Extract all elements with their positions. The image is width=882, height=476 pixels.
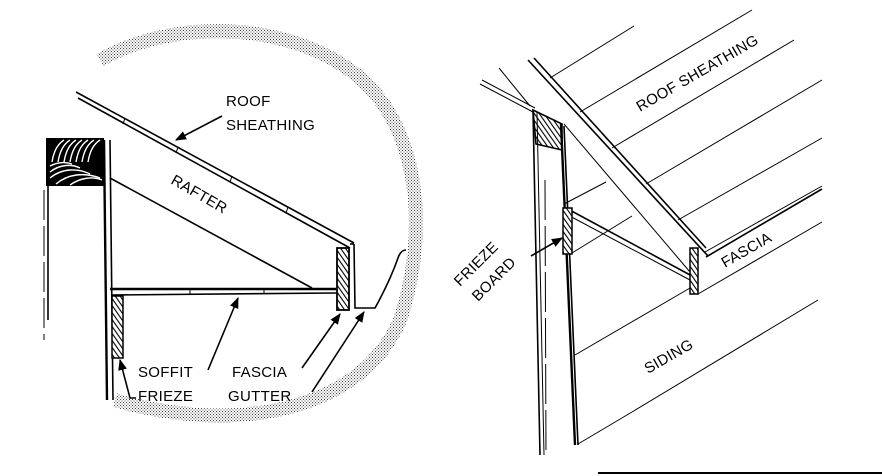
soffit-board: [110, 287, 337, 296]
frieze-block: [111, 295, 124, 359]
roof-sheathing-boards: [549, 9, 823, 254]
top-plate: [46, 138, 104, 186]
detail-view: ROOF SHEATHING RAFTER SOFFIT FRIEZE FASC…: [43, 24, 423, 423]
arrow-frieze: [118, 358, 136, 399]
perspective-fascia: [689, 247, 699, 295]
label-gutter: GUTTER: [228, 388, 291, 405]
label-siding: SIDING: [642, 336, 697, 377]
label-roof: ROOF: [226, 93, 271, 110]
label-fascia-perspective: FASCIA: [719, 229, 775, 271]
perspective-view: ROOF SHEATHING FASCIA FRIEZE BOARD SIDIN…: [451, 9, 882, 474]
gutter: [353, 243, 407, 309]
fascia-block: [336, 247, 350, 311]
arrow-fascia: [301, 313, 341, 369]
perspective-rafter: [527, 59, 709, 257]
arrow-frieze-board: [530, 237, 563, 257]
siding-lines: [574, 287, 819, 445]
label-sheathing: SHEATHING: [226, 117, 315, 134]
arrow-roof-sheathing: [175, 115, 223, 141]
label-rafter: RAFTER: [168, 172, 230, 218]
arrow-soffit: [207, 296, 239, 371]
perspective-frieze-board: [562, 207, 573, 255]
label-soffit: SOFFIT: [138, 364, 193, 381]
label-frieze: FRIEZE: [138, 388, 193, 405]
rafter-edge: [109, 177, 313, 289]
wall-sheathing: [102, 139, 109, 401]
callout-circle: [96, 24, 423, 423]
label-fascia: FASCIA: [232, 364, 287, 381]
roof-sheathing-detail: [75, 91, 355, 249]
label-roof-sheathing: ROOF SHEATHING: [634, 32, 762, 116]
arrow-gutter: [311, 311, 365, 393]
